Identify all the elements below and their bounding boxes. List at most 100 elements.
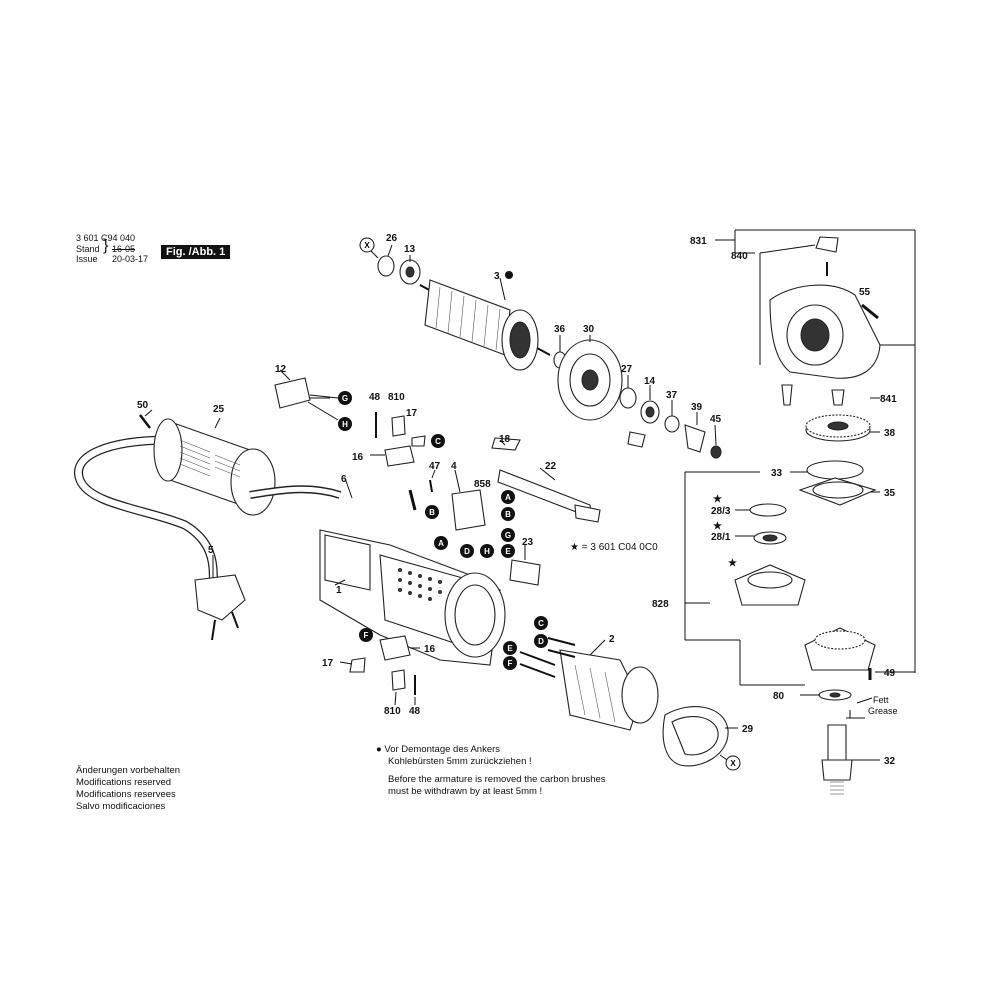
motor-housing	[319, 529, 506, 666]
svg-text:A: A	[505, 493, 511, 502]
gear-housing	[769, 284, 881, 379]
label-22: 22	[545, 461, 557, 472]
label-28-1: 28/1	[711, 532, 731, 543]
svg-text:H: H	[484, 547, 490, 556]
reference-circles: X G H C B A B A B G D H E F C D E F X	[338, 237, 741, 771]
bullet-icon: ●	[376, 744, 385, 755]
circle-d-lower: D	[534, 634, 548, 648]
fan	[557, 339, 623, 421]
label-828: 828	[652, 599, 669, 610]
circle-x-lower: X	[725, 755, 741, 771]
label-36: 36	[554, 324, 566, 335]
label-47: 47	[429, 461, 441, 472]
screw-47	[429, 479, 433, 493]
label-17: 17	[406, 408, 418, 419]
label-17-lower: 17	[322, 658, 334, 669]
label-35: 35	[884, 488, 896, 499]
circle-f-upper: F	[359, 628, 373, 642]
screw-e	[519, 651, 556, 666]
circle-e-lower: E	[503, 641, 517, 655]
screw-55	[861, 303, 879, 320]
label-49: 49	[884, 668, 896, 679]
label-4: 4	[451, 461, 457, 472]
label-48: 48	[369, 392, 381, 403]
label-16: 16	[352, 452, 364, 463]
label-55: 55	[859, 287, 871, 298]
label-840: 840	[731, 251, 748, 262]
issue-value: 20-03-17	[112, 254, 149, 264]
label-12: 12	[275, 364, 287, 375]
mod-line-de: Änderungen vorbehalten	[76, 765, 181, 776]
star-note-text: 3 601 C04 0C0	[590, 542, 658, 553]
retaining-ring-28-3	[749, 503, 787, 517]
clip-part	[627, 431, 646, 448]
brace-icon: }	[103, 237, 109, 254]
label-13: 13	[404, 244, 416, 255]
star-icon: ★	[713, 521, 722, 532]
label-841: 841	[880, 394, 897, 405]
svg-text:E: E	[505, 547, 511, 556]
star-note: ★ = 3 601 C04 0C0	[570, 542, 658, 554]
mod-line-en: Modifications reserved	[76, 777, 172, 788]
label-1: 1	[336, 585, 342, 596]
circle-g-lower: G	[501, 528, 515, 542]
label-858: 858	[474, 479, 491, 490]
spindle-flange	[804, 627, 876, 671]
spindle	[821, 724, 853, 795]
label-16-lower: 16	[424, 644, 436, 655]
plug-pin-icon	[211, 619, 216, 641]
brush-holder-lower	[379, 635, 411, 661]
armature-note-en-1: Before the armature is removed the carbo…	[388, 774, 606, 785]
rear-cover	[153, 418, 276, 516]
label-grease: Grease	[868, 706, 898, 716]
leader-lines	[144, 229, 916, 763]
carbon-brush-lower	[391, 669, 406, 691]
svg-text:H: H	[342, 420, 348, 429]
circle-h-lower: H	[480, 544, 494, 558]
spring-17-upper	[411, 435, 426, 447]
label-810-lower: 810	[384, 706, 401, 717]
screw-c	[547, 637, 576, 646]
label-831: 831	[690, 236, 707, 247]
washer-37	[664, 415, 680, 433]
svg-text:C: C	[538, 619, 544, 628]
armature-note-de-1: ● Vor Demontage des Ankers	[376, 744, 606, 756]
svg-text:D: D	[464, 547, 470, 556]
pinion-39	[684, 424, 706, 453]
stand-value: 16-05	[112, 244, 136, 254]
label-30: 30	[583, 324, 595, 335]
label-14: 14	[644, 376, 656, 387]
switch	[451, 489, 486, 531]
svg-text:G: G	[505, 531, 511, 540]
label-23: 23	[522, 537, 534, 548]
svg-text:F: F	[508, 659, 513, 668]
svg-text:A: A	[438, 539, 444, 548]
svg-text:D: D	[538, 637, 544, 646]
bearing-flange	[734, 564, 806, 606]
armature-note-de-2: Kohlebürsten 5mm zurückziehen !	[388, 756, 532, 767]
label-38: 38	[884, 428, 896, 439]
label-3: 3	[494, 271, 500, 282]
circle-h-upper: H	[338, 417, 352, 431]
circle-f-lower: F	[503, 656, 517, 670]
armature	[419, 279, 551, 371]
label-33: 33	[771, 468, 783, 479]
label-27: 27	[621, 364, 633, 375]
switch-bracket	[408, 489, 417, 511]
svg-text:C: C	[435, 437, 441, 446]
svg-text:G: G	[342, 394, 348, 403]
svg-text:B: B	[505, 510, 511, 519]
svg-text:X: X	[364, 241, 370, 250]
carbon-brush-upper	[391, 415, 406, 437]
circle-a-left: A	[434, 536, 448, 550]
stand-label: Stand	[76, 244, 100, 254]
mod-line-fr: Modifications reservees	[76, 789, 176, 800]
wheel-guard	[662, 706, 729, 767]
label-5: 5	[208, 545, 214, 556]
plug-pin-icon	[231, 611, 239, 629]
label-28-3: 28/3	[711, 506, 731, 517]
label-45: 45	[710, 414, 722, 425]
nut-45	[710, 445, 722, 459]
label-80: 80	[773, 691, 785, 702]
